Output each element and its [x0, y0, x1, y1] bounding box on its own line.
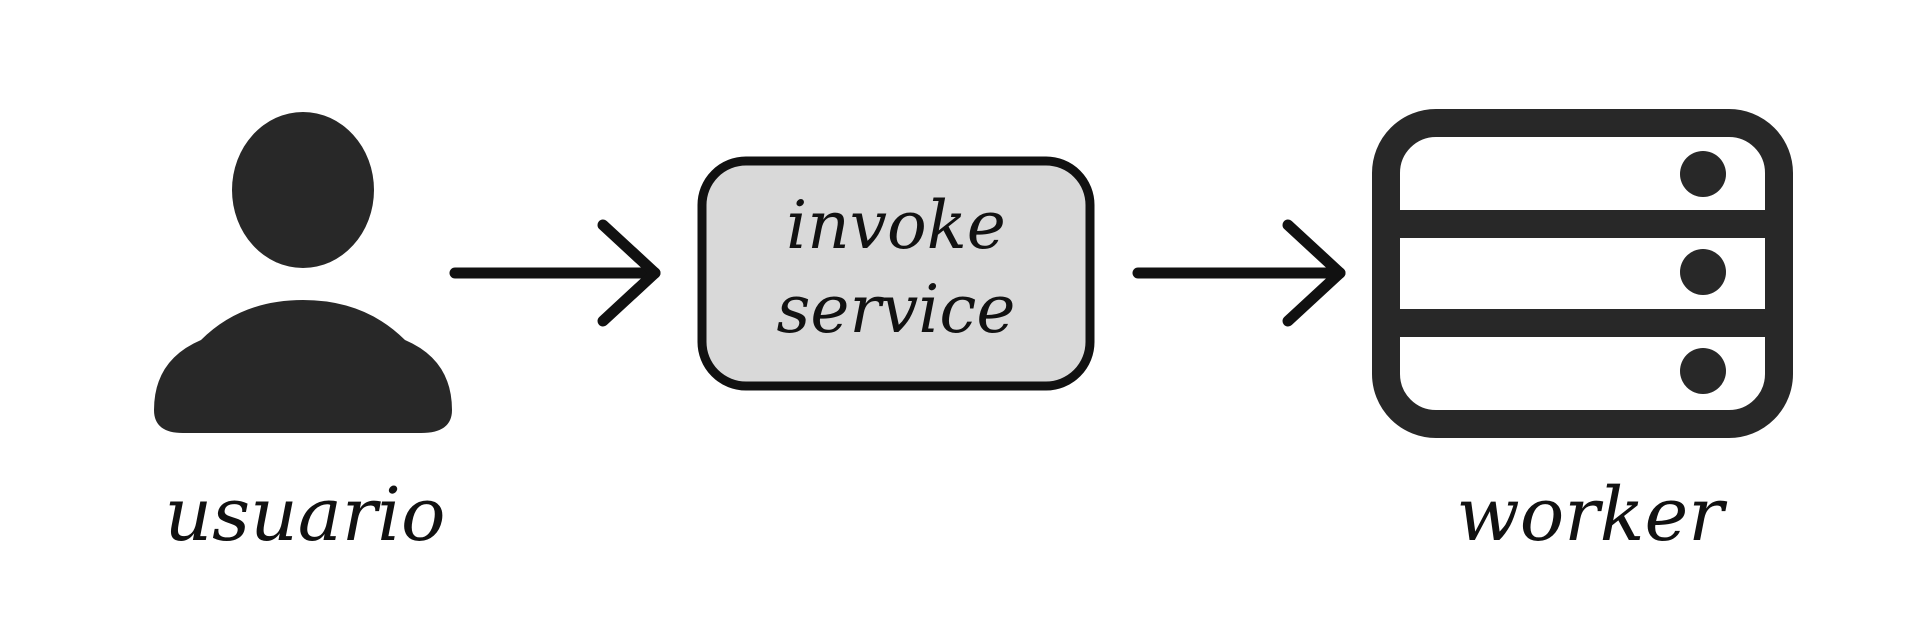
rack-divider-1 — [1386, 210, 1779, 238]
arrow-service-to-worker — [1132, 219, 1346, 327]
rack-led-2 — [1680, 249, 1726, 295]
arrow-head — [597, 219, 661, 327]
arrow-head — [1282, 219, 1346, 327]
rack-frame — [1372, 109, 1793, 438]
service-box — [697, 156, 1095, 391]
rack-divider-2 — [1386, 309, 1779, 337]
worker-label: worker — [1456, 472, 1728, 558]
service-label-line1: invoke — [786, 187, 1006, 264]
person-icon — [154, 112, 452, 433]
service-label-line2: service — [777, 271, 1016, 348]
arrow-user-to-service — [449, 219, 661, 327]
server-rack-icon — [1372, 109, 1793, 438]
person-body — [154, 300, 452, 433]
usuario-label: usuario — [164, 472, 445, 558]
person-head — [232, 112, 374, 268]
rack-led-3 — [1680, 348, 1726, 394]
rack-led-1 — [1680, 151, 1726, 197]
